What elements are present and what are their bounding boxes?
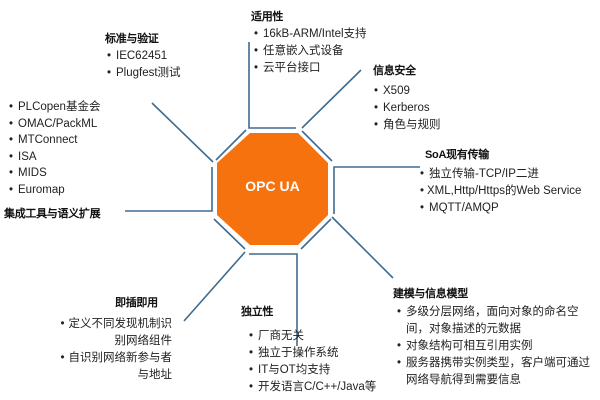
list-item: 开发语言C/C++/Java等 — [249, 379, 376, 396]
line-ne-edge — [301, 130, 333, 162]
list-item: 角色与规则 — [374, 117, 441, 134]
list-item: 独立于操作系统 — [249, 345, 376, 362]
list-item: X509 — [374, 83, 441, 100]
line-plugplay — [183, 251, 246, 322]
branch-title-standards: 标准与验证 — [105, 33, 159, 45]
list-item: 任意嵌入式设备 — [254, 43, 367, 60]
list-item: 多级分层网络，面向对象的命名空间，对象描述的元数据 — [397, 304, 597, 338]
branch-list-security: X509 Kerberos 角色与规则 — [374, 83, 441, 134]
branch-list-independence: 厂商无关 独立于操作系统 IT与OT均支持 开发语言C/C++/Java等 — [249, 328, 376, 396]
branch-list-modeling: 多级分层网络，面向对象的命名空间，对象描述的元数据 对象结构可相互引用实例 服务… — [397, 304, 597, 389]
list-item: 对象结构可相互引用实例 — [397, 338, 597, 355]
branch-title-security: 信息安全 — [373, 65, 416, 77]
line-applicability — [248, 42, 296, 129]
list-item: 16kB-ARM/Intel支持 — [254, 26, 367, 43]
list-item: MQTT/AMQP — [420, 200, 581, 217]
line-independence — [249, 253, 298, 346]
list-item: MIDS — [9, 165, 100, 182]
branch-list-applicability: 16kB-ARM/Intel支持 任意嵌入式设备 云平台接口 — [254, 26, 367, 77]
branch-list-integration: PLCopen基金会 OMAC/PackML MTConnect ISA MID… — [9, 99, 100, 198]
list-item: Kerberos — [374, 100, 441, 117]
list-item: OMAC/PackML — [9, 116, 100, 133]
line-nw-edge — [215, 129, 247, 161]
branch-title-plug-and-play: 即插即用 — [115, 297, 158, 309]
branch-title-soa: SoA现有传输 — [425, 149, 489, 161]
line-standards — [151, 102, 214, 163]
list-item: 独立传输-TCP/IP二进 — [420, 166, 581, 183]
line-modeling — [331, 216, 394, 279]
list-item: IEC62451 — [107, 48, 181, 65]
line-soa — [333, 166, 420, 214]
list-item: 厂商无关 — [249, 328, 376, 345]
list-item: PLCopen基金会 — [9, 99, 100, 116]
line-se-edge — [300, 218, 332, 250]
list-item: 服务器携带实例类型，客户端可通过网络导航得到需要信息 — [397, 355, 597, 389]
branch-title-integration: 集成工具与语义扩展 — [4, 208, 101, 220]
branch-title-independence: 独立性 — [241, 306, 274, 318]
branch-list-plug-and-play: 定义不同发现机制识别网络组件 自识别网络新参与者与地址 — [56, 316, 173, 384]
list-item: Euromap — [9, 182, 100, 199]
list-item: 定义不同发现机制识别网络组件 — [56, 316, 173, 350]
line-sw-edge — [213, 218, 246, 250]
center-label: OPC UA — [245, 178, 300, 194]
list-item: IT与OT均支持 — [249, 362, 376, 379]
line-security — [301, 69, 362, 129]
list-item: ISA — [9, 149, 100, 166]
branch-title-applicability: 适用性 — [251, 11, 284, 23]
list-item: Plugfest测试 — [107, 65, 181, 82]
list-item: XML,Http/Https的Web Service — [420, 183, 581, 200]
list-item: 自识别网络新参与者与地址 — [56, 350, 173, 384]
list-item: 云平台接口 — [254, 60, 367, 77]
branch-title-modeling: 建模与信息模型 — [393, 288, 468, 300]
opc-ua-octagon — [217, 133, 328, 245]
list-item: MTConnect — [9, 132, 100, 149]
branch-list-soa: 独立传输-TCP/IP二进 XML,Http/Https的Web Service… — [420, 166, 581, 217]
line-integration — [125, 167, 213, 212]
branch-list-standards: IEC62451 Plugfest测试 — [107, 48, 181, 82]
